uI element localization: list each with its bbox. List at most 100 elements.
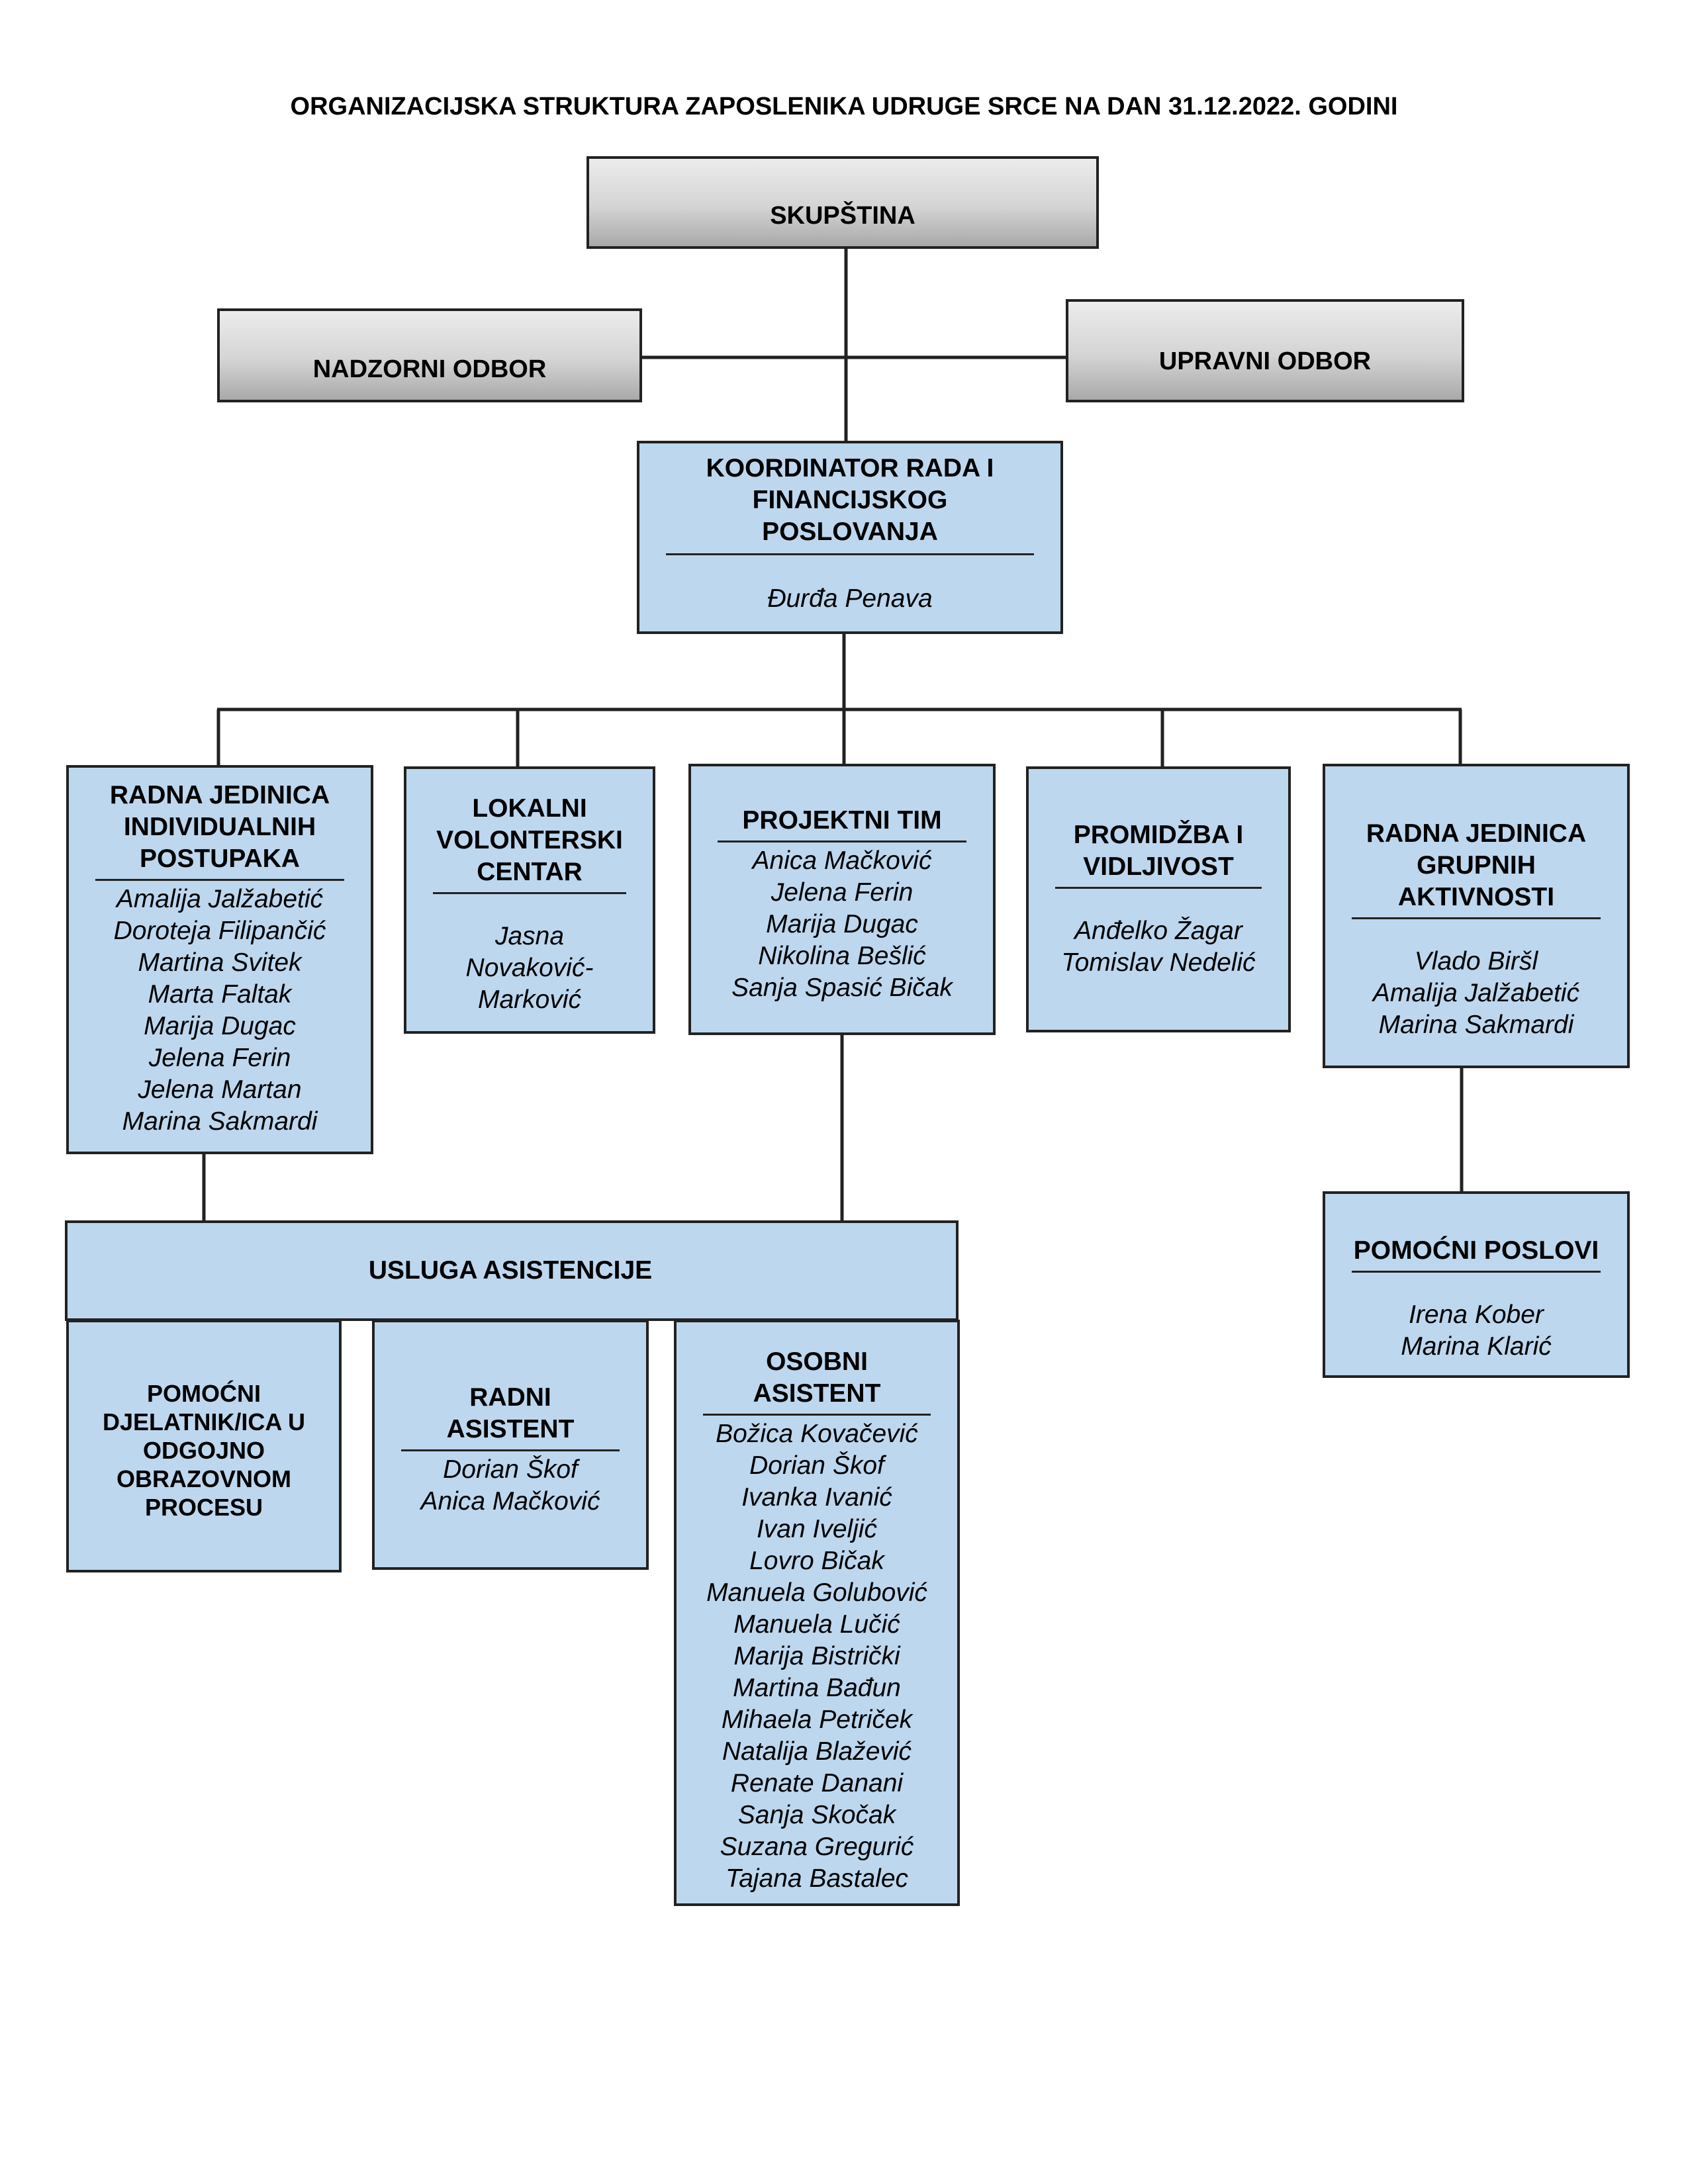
member-name: Amalija Jalžabetić <box>116 885 324 913</box>
pomocni-djelatnik-title: POMOĆNI DJELATNIK/ICA U ODGOJNO OBRAZOVN… <box>73 1379 335 1522</box>
unit-title-line: VIDLJIVOST <box>1083 852 1234 881</box>
unit-projektni-box: PROJEKTNI TIM Anica Mačković Jelena Feri… <box>688 764 996 1035</box>
unit-title-line: RADNA JEDINICA <box>109 781 330 809</box>
member-name: Irena Kober <box>1409 1300 1544 1329</box>
unit-title-line: GRUPNIH <box>1417 851 1536 880</box>
member-name: Tomislav Nedelić <box>1061 948 1256 977</box>
unit-volonterski-box: LOKALNI VOLONTERSKI CENTAR Jasna Novakov… <box>404 766 655 1034</box>
member-name: Martina Svitek <box>138 948 302 977</box>
usluga-asistencije-box: USLUGA ASISTENCIJE <box>65 1220 959 1321</box>
unit-individualni-title: RADNA JEDINICA INDIVIDUALNIH POSTUPAKA <box>82 780 357 875</box>
member-name: Ivan Iveljić <box>756 1515 878 1543</box>
member-name: Marija Dugac <box>144 1012 296 1040</box>
skupstina-label: SKUPŠTINA <box>770 202 915 230</box>
unit-title-line: ODGOJNO <box>142 1437 265 1464</box>
unit-promidzba-members: Anđelko Žagar Tomislav Nedelić <box>1042 915 1275 979</box>
member-name: Marković <box>477 985 582 1014</box>
unit-title-line: POMOĆNI <box>146 1380 261 1407</box>
member-name: Dorian Škof <box>749 1451 884 1480</box>
unit-title-line: POSTUPAKA <box>140 844 300 873</box>
koordinator-box: KOORDINATOR RADA I FINANCIJSKOG POSLOVAN… <box>637 441 1063 634</box>
unit-divider <box>703 1414 931 1416</box>
member-name: Sanja Skočak <box>737 1801 896 1829</box>
unit-volonterski-members: Jasna Novaković- Marković <box>420 921 639 1016</box>
koordinator-divider <box>666 553 1034 555</box>
member-name: Marija Dugac <box>766 910 918 938</box>
member-name: Marina Sakmardi <box>122 1107 318 1136</box>
member-name: Anđelko Žagar <box>1074 917 1243 945</box>
unit-title-line: PROJEKTNI TIM <box>742 806 942 835</box>
pomocni-poslovi-title: POMOĆNI POSLOVI <box>1338 1235 1614 1267</box>
radni-asistent-box: RADNI ASISTENT Dorian Škof Anica Mačkovi… <box>372 1320 649 1570</box>
member-name: Jasna <box>494 922 565 950</box>
unit-projektni-members: Anica Mačković Jelena Ferin Marija Dugac… <box>704 845 980 1004</box>
member-name: Lovro Bičak <box>749 1547 884 1575</box>
member-name: Amalija Jalžabetić <box>1372 979 1580 1007</box>
upravni-odbor-label: UPRAVNI ODBOR <box>1158 347 1372 375</box>
unit-title-line: ASISTENT <box>753 1379 881 1408</box>
pomocni-poslovi-box: POMOĆNI POSLOVI Irena Kober Marina Klari… <box>1323 1191 1630 1378</box>
member-name: Tajana Bastalec <box>725 1864 909 1893</box>
radni-asistent-members: Dorian Škof Anica Mačković <box>388 1454 633 1518</box>
member-name: Sanja Spasić Bičak <box>731 974 953 1002</box>
unit-title-line: ASISTENT <box>446 1415 575 1443</box>
member-name: Božica Kovačević <box>716 1420 918 1448</box>
radni-asistent-title: RADNI ASISTENT <box>388 1382 633 1445</box>
unit-title-line: VOLONTERSKI <box>436 826 623 854</box>
unit-grupni-members: Vlado Biršl Amalija Jalžabetić Marina Sa… <box>1338 946 1614 1041</box>
member-name: Jelena Martan <box>138 1075 302 1104</box>
member-name: Ivanka Ivanić <box>741 1483 892 1512</box>
unit-divider <box>1055 887 1262 889</box>
nadzorni-odbor-box: NADZORNI ODBOR <box>217 308 642 402</box>
unit-title-line: DJELATNIK/ICA U <box>103 1408 305 1435</box>
member-name: Vlado Biršl <box>1414 947 1538 976</box>
unit-grupni-box: RADNA JEDINICA GRUPNIH AKTIVNOSTI Vlado … <box>1323 764 1630 1068</box>
unit-title-line: RADNA JEDINICA <box>1366 819 1587 848</box>
member-name: Suzana Gregurić <box>720 1833 914 1861</box>
unit-title-line: CENTAR <box>477 858 583 886</box>
member-name: Renate Danani <box>730 1769 904 1797</box>
member-name: Manuela Golubović <box>706 1578 927 1607</box>
unit-divider <box>433 892 626 894</box>
osobni-asistent-members: Božica Kovačević Dorian Škof Ivanka Ivan… <box>690 1418 944 1895</box>
osobni-asistent-title: OSOBNI ASISTENT <box>690 1346 944 1410</box>
usluga-asistencije-title: USLUGA ASISTENCIJE <box>368 1256 653 1285</box>
koordinator-title-line: FINANCIJSKOG <box>752 486 948 514</box>
unit-divider <box>95 879 344 881</box>
member-name: Natalija Blažević <box>722 1737 912 1766</box>
unit-divider <box>1352 917 1601 919</box>
page-title: ORGANIZACIJSKA STRUKTURA ZAPOSLENIKA UDR… <box>290 93 1398 120</box>
unit-divider <box>1352 1271 1601 1273</box>
member-name: Marina Klarić <box>1401 1332 1552 1361</box>
unit-title-line: OSOBNI <box>766 1347 868 1376</box>
koordinator-title: KOORDINATOR RADA I FINANCIJSKOG POSLOVAN… <box>653 453 1047 548</box>
member-name: Marija Bistrički <box>733 1642 900 1670</box>
upravni-odbor-box: UPRAVNI ODBOR <box>1066 299 1464 402</box>
unit-title-line: PROMIDŽBA I <box>1073 821 1244 849</box>
member-name: Mihaela Petriček <box>721 1706 913 1734</box>
unit-volonterski-title: LOKALNI VOLONTERSKI CENTAR <box>420 793 639 888</box>
member-name: Novaković- <box>465 954 594 982</box>
unit-title-line: POMOĆNI POSLOVI <box>1353 1236 1599 1265</box>
koordinator-name: Đurđa Penava <box>767 584 933 613</box>
unit-title-line: PROCESU <box>144 1494 263 1521</box>
unit-divider <box>718 841 966 842</box>
pomocni-djelatnik-box: POMOĆNI DJELATNIK/ICA U ODGOJNO OBRAZOVN… <box>66 1320 342 1572</box>
member-name: Doroteja Filipančić <box>113 917 326 945</box>
member-name: Manuela Lučić <box>733 1610 900 1639</box>
unit-projektni-title: PROJEKTNI TIM <box>704 805 980 837</box>
pomocni-poslovi-members: Irena Kober Marina Klarić <box>1338 1299 1614 1363</box>
member-name: Jelena Ferin <box>771 878 914 907</box>
unit-grupni-title: RADNA JEDINICA GRUPNIH AKTIVNOSTI <box>1338 818 1614 913</box>
unit-title-line: LOKALNI <box>472 794 587 823</box>
koordinator-title-line: KOORDINATOR RADA I <box>706 454 994 482</box>
nadzorni-odbor-label: NADZORNI ODBOR <box>312 355 547 383</box>
unit-individualni-box: RADNA JEDINICA INDIVIDUALNIH POSTUPAKA A… <box>66 765 373 1154</box>
unit-title-line: AKTIVNOSTI <box>1397 883 1555 911</box>
member-name: Dorian Škof <box>443 1455 578 1484</box>
member-name: Jelena Ferin <box>148 1044 291 1072</box>
koordinator-title-line: POSLOVANJA <box>762 518 938 546</box>
unit-promidzba-title: PROMIDŽBA I VIDLJIVOST <box>1042 819 1275 883</box>
unit-individualni-members: Amalija Jalžabetić Doroteja Filipančić M… <box>82 884 357 1138</box>
